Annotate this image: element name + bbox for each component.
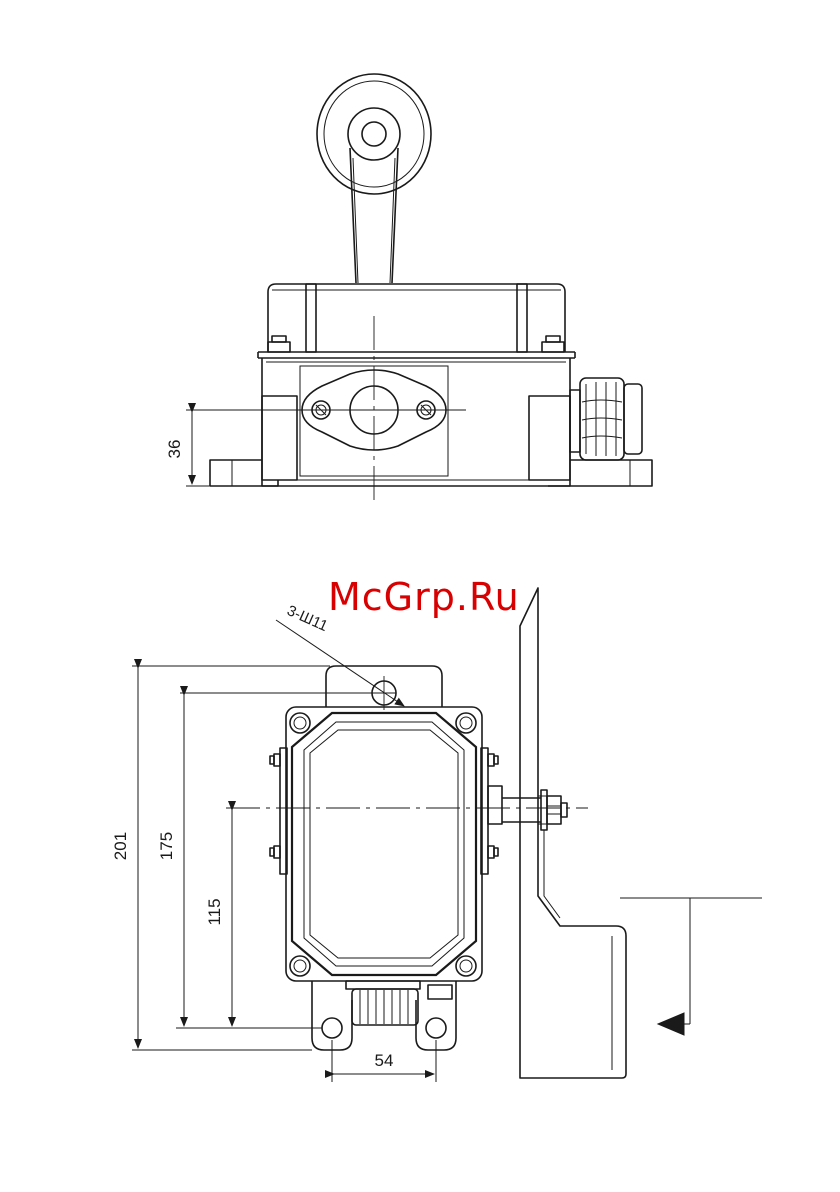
left-side-flange bbox=[270, 748, 287, 874]
dimension-201: 201 bbox=[111, 668, 138, 1048]
housing-outline bbox=[286, 707, 482, 981]
dimension-201-label: 201 bbox=[111, 832, 130, 860]
dimension-36-label: 36 bbox=[165, 440, 184, 459]
shaft-and-bracket bbox=[502, 588, 626, 1078]
dimension-175-label: 175 bbox=[157, 832, 176, 860]
roller-wheel bbox=[317, 74, 431, 194]
housing-lid bbox=[258, 284, 575, 358]
mounting-feet bbox=[210, 460, 652, 486]
lever-arm bbox=[350, 148, 398, 283]
right-side-flange bbox=[481, 748, 502, 874]
cable-gland bbox=[570, 378, 642, 460]
front-view: 36 bbox=[165, 74, 652, 500]
dimension-36: 36 bbox=[165, 412, 212, 486]
dimension-115: 115 bbox=[205, 810, 232, 1026]
direction-arrow bbox=[620, 898, 762, 1035]
housing-body bbox=[262, 358, 570, 486]
dimension-115-label: 115 bbox=[205, 898, 224, 925]
plan-view: 3-Ш11 201 175 115 54 bbox=[111, 588, 762, 1082]
dimension-54: 54 bbox=[332, 1040, 436, 1082]
dimension-54-label: 54 bbox=[375, 1051, 394, 1070]
dimension-175: 175 bbox=[157, 695, 184, 1026]
watermark-text: McGrp.Ru bbox=[328, 575, 520, 619]
